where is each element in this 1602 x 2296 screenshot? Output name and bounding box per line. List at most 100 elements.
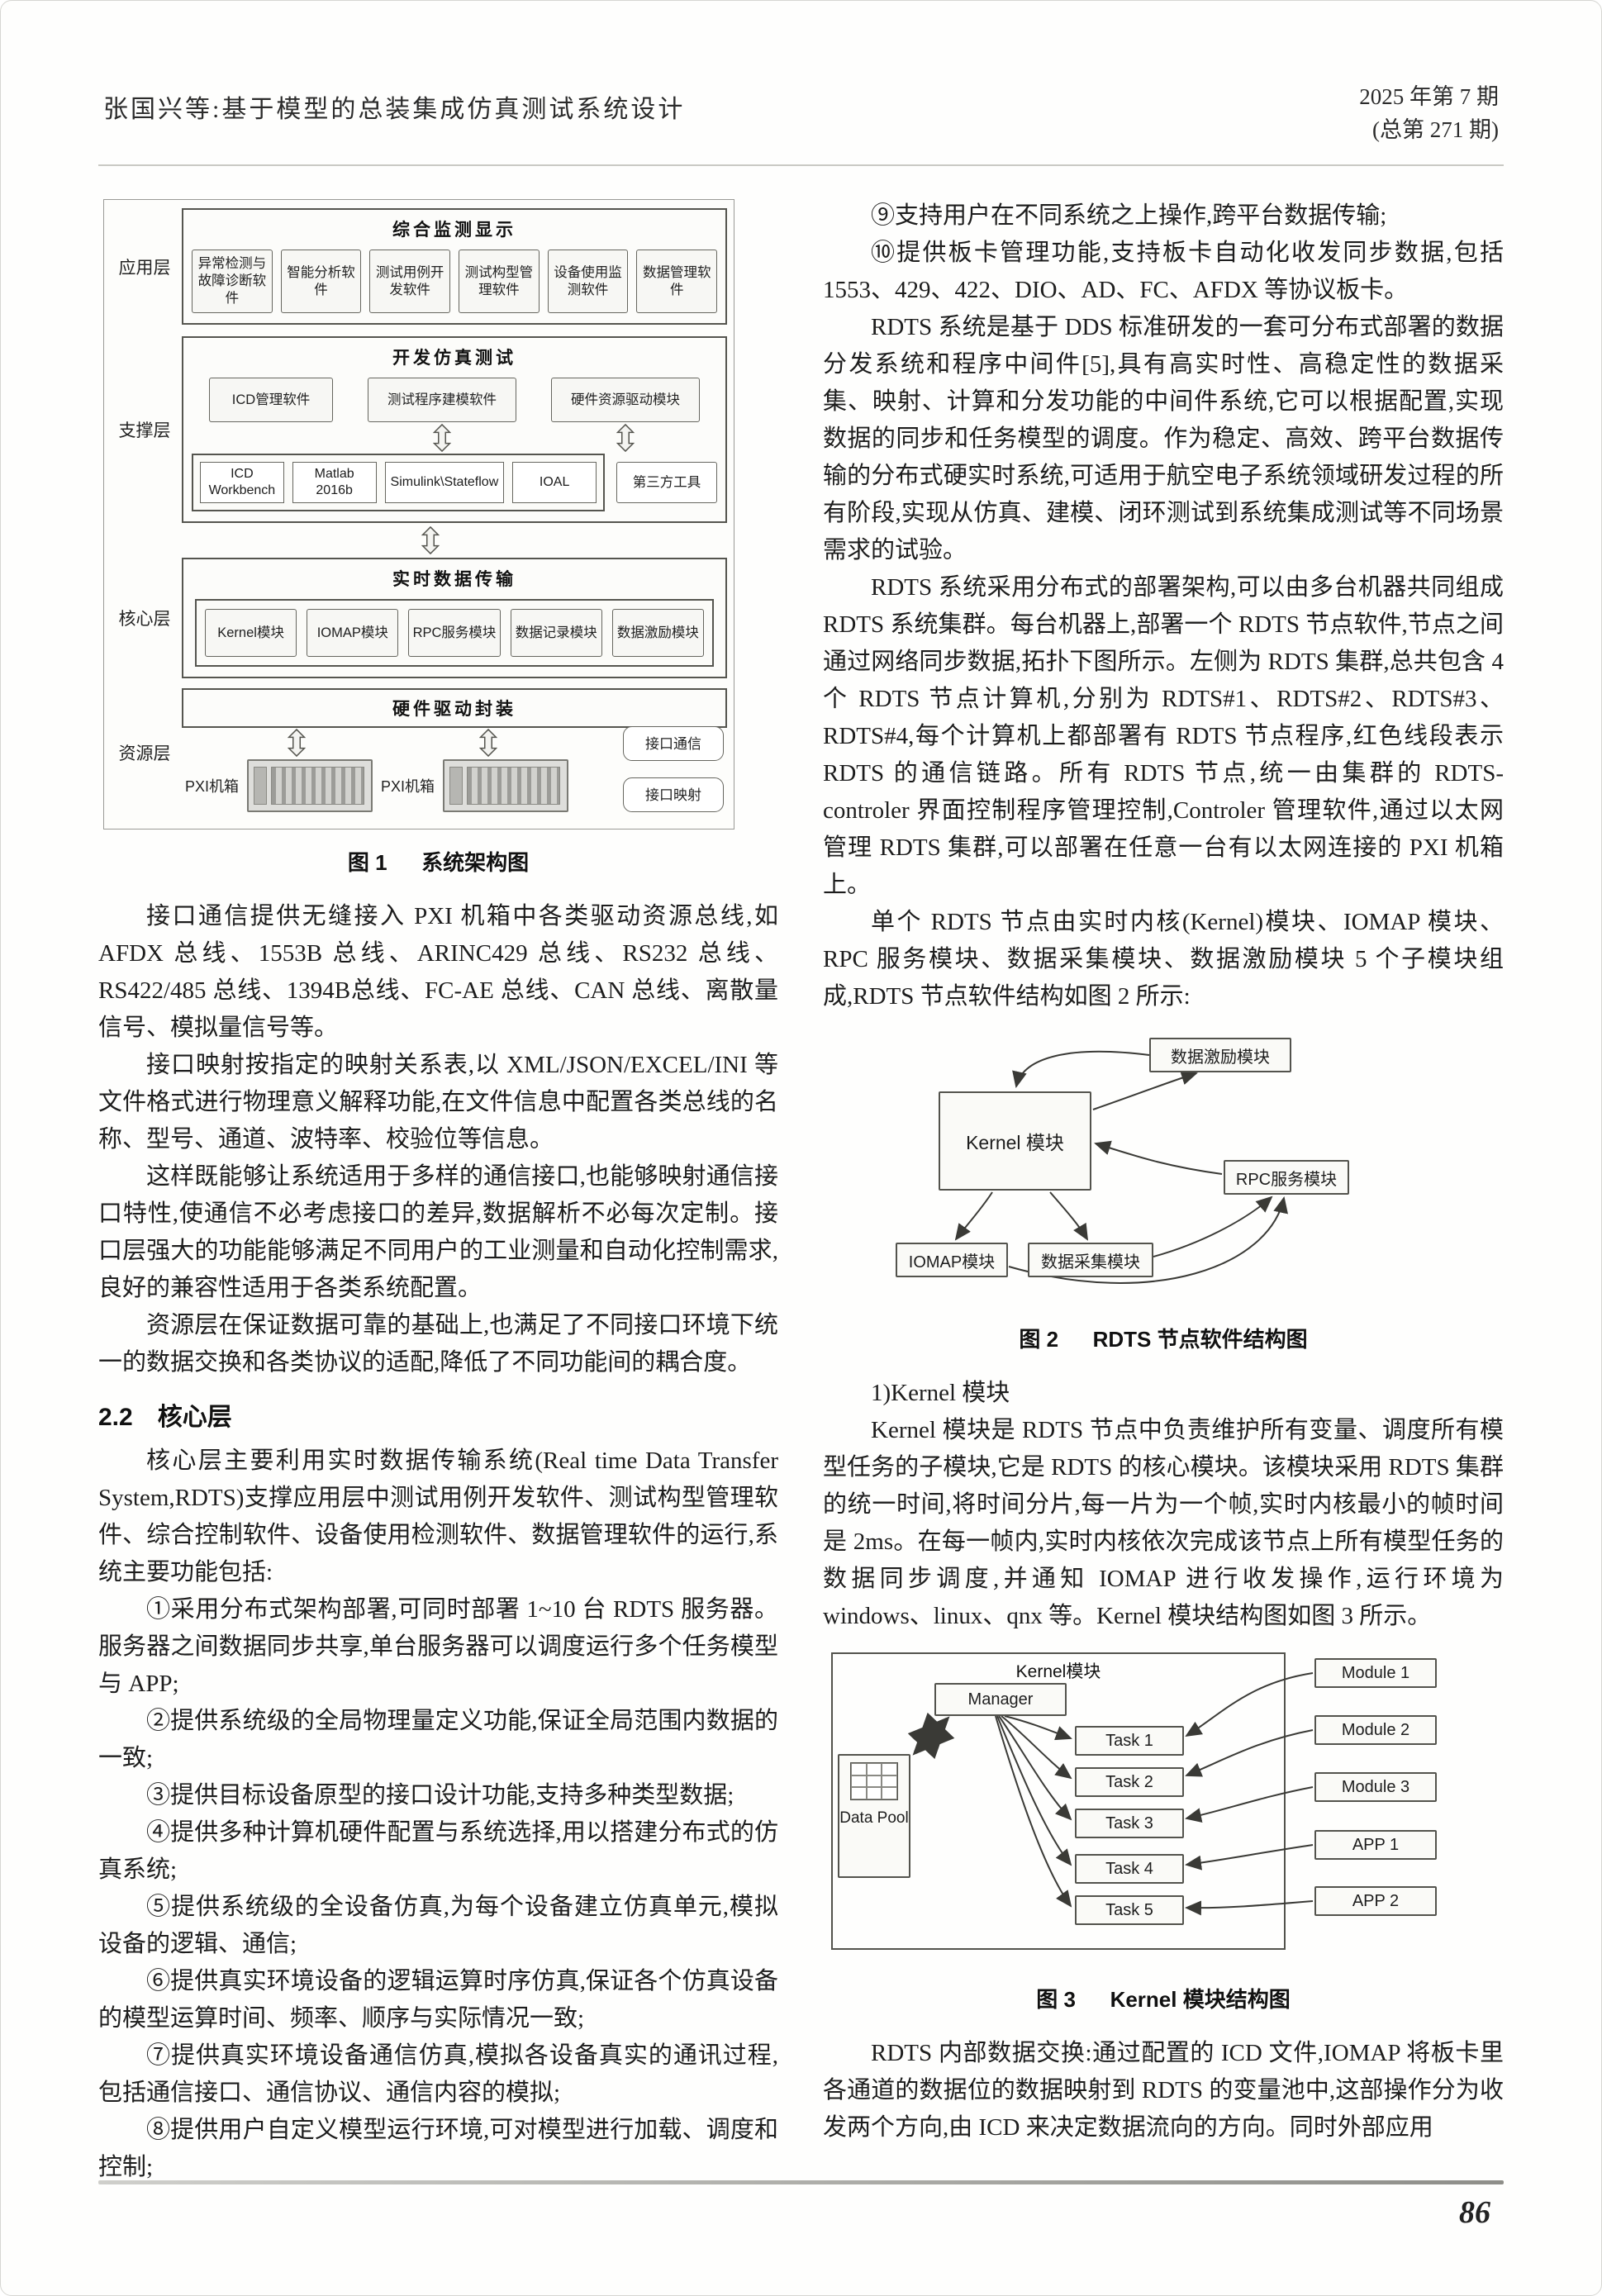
fig1-support-box: 开发仿真测试 ICD管理软件 测试程序建模软件 硬件资源驱动模块 bbox=[182, 336, 727, 523]
fig1-support-items: ICD管理软件 测试程序建模软件 硬件资源驱动模块 bbox=[192, 378, 717, 422]
fig2-collect-box: 数据采集模块 bbox=[1028, 1243, 1153, 1277]
page-header: 张国兴等:基于模型的总装集成仿真测试系统设计 2025 年第 7 期 (总第 2… bbox=[98, 80, 1504, 159]
issue-line-2: (总第 271 期) bbox=[1372, 117, 1499, 142]
figure-1-caption-text: 系统架构图 bbox=[421, 850, 530, 875]
paragraph: 单个 RDTS 节点由实时内核(Kernel)模块、IOMAP 模块、RPC 服… bbox=[823, 909, 1504, 1010]
paragraph: RDTS 系统采用分布式的部署架构,可以由多台机器共同组成 RDTS 系统集群。… bbox=[823, 574, 1504, 898]
paragraph: ③提供目标设备原型的接口设计功能,支持多种类型数据; bbox=[146, 1782, 734, 1809]
paragraph: 接口映射按指定的映射关系表,以 XML/JSON/EXCEL/INI 等文件格式… bbox=[98, 1052, 778, 1153]
fig3-task-box: Task 3 bbox=[1075, 1809, 1184, 1838]
kernel-subheading: 1)Kernel 模块 bbox=[871, 1380, 1010, 1406]
fig1-resource-layer-row: 资源层 硬件驱动封装 PXI机箱 bbox=[107, 688, 727, 817]
fig1-support-item: 测试程序建模软件 bbox=[368, 378, 516, 422]
paragraph: ⑥提供真实环境设备的逻辑运算时序仿真,保证各个仿真设备的模型运算时间、频率、顺序… bbox=[98, 1968, 778, 2032]
fig2-rpc-box: RPC服务模块 bbox=[1224, 1160, 1349, 1195]
fig3-app-box: APP 2 bbox=[1314, 1886, 1437, 1916]
double-arrow-icon bbox=[421, 526, 440, 554]
double-arrow-icon bbox=[433, 424, 451, 452]
double-arrow-icon bbox=[616, 424, 635, 452]
fig3-title: Kernel模块 bbox=[1015, 1662, 1101, 1681]
fig3-module-box: Module 3 bbox=[1314, 1772, 1437, 1802]
paragraph: RDTS 系统是基于 DDS 标准研发的一套可分布式部署的数据分发系统和程序中间… bbox=[823, 314, 1504, 563]
fig1-resource-body: PXI机箱 PXI机箱 bbox=[182, 758, 727, 817]
figure-2-caption: 图 2 RDTS 节点软件结构图 bbox=[823, 1323, 1504, 1353]
fig1-app-item: 测试用例开发软件 bbox=[369, 250, 451, 313]
fig1-support-title: 开发仿真测试 bbox=[392, 349, 516, 368]
paragraph: ①采用分布式架构部署,可同时部署 1~10 台 RDTS 服务器。服务器之间数据… bbox=[98, 1596, 778, 1697]
double-arrow-icon bbox=[288, 729, 306, 757]
paragraph: 接口通信提供无缝接入 PXI 机箱中各类驱动资源总线,如 AFDX 总线、155… bbox=[98, 903, 779, 1041]
fig1-resource-title: 硬件驱动封装 bbox=[182, 688, 727, 728]
fig1-tool-item: IOAL bbox=[512, 462, 597, 503]
two-column-body: 应用层 综合监测显示 异常检测与故障诊断软件 智能分析软件 测试用例开发软件 测… bbox=[98, 197, 1504, 2186]
fig1-tools-row: ICD Workbench Matlab 2016b Simulink\Stat… bbox=[192, 454, 717, 511]
fig1-layer-label: 应用层 bbox=[118, 258, 171, 278]
paragraph: ②提供系统级的全局物理量定义功能,保证全局范围内数据的一致; bbox=[98, 1708, 778, 1771]
fig1-third-party-box: 第三方工具 bbox=[616, 462, 717, 503]
page-number: 86 bbox=[1459, 2195, 1490, 2230]
fig3-task-box: Task 1 bbox=[1075, 1726, 1184, 1756]
chassis-controller-slot bbox=[449, 767, 463, 805]
chassis-card-slots bbox=[271, 767, 365, 805]
fig1-core-layer-row: 核心层 实时数据传输 Kernel模块 IOMAP模块 RPC服务模块 数据记录… bbox=[107, 558, 727, 678]
fig1-app-title: 综合监测显示 bbox=[392, 221, 516, 240]
issue-info: 2025 年第 7 期 (总第 271 期) bbox=[1359, 80, 1499, 146]
issue-line-1: 2025 年第 7 期 bbox=[1359, 84, 1499, 109]
fig1-tool-item: Simulink\Stateflow bbox=[384, 462, 505, 503]
fig1-app-item: 数据管理软件 bbox=[636, 250, 718, 313]
figure-1-caption-label: 图 1 bbox=[347, 850, 387, 875]
fig3-task-box: Task 2 bbox=[1075, 1767, 1184, 1797]
fig1-support-item: 硬件资源驱动模块 bbox=[551, 378, 700, 422]
paragraph: RDTS 内部数据交换:通过配置的 ICD 文件,IOMAP 将板卡里各通道的数… bbox=[823, 2040, 1504, 2141]
paragraph: ⑨支持用户在不同系统之上操作,跨平台数据传输; bbox=[871, 202, 1387, 229]
running-title: 张国兴等:基于模型的总装集成仿真测试系统设计 bbox=[103, 96, 686, 123]
pxi-chassis-image bbox=[247, 759, 373, 812]
fig1-core-title: 实时数据传输 bbox=[392, 570, 516, 589]
figure-2-caption-text: RDTS 节点软件结构图 bbox=[1092, 1327, 1308, 1352]
footer-divider bbox=[98, 2180, 1504, 2184]
fig1-support-layer-row: 支撑层 开发仿真测试 ICD管理软件 测试程序建模软件 硬件资源驱动模块 bbox=[107, 336, 727, 523]
double-arrow-icon bbox=[479, 729, 497, 757]
fig3-task-box: Task 4 bbox=[1075, 1854, 1184, 1884]
fig3-data-pool-box: Data Pool bbox=[838, 1754, 910, 1878]
figure-3-kernel-structure: Kernel模块 bbox=[823, 1648, 1504, 1966]
fig1-layer-label: 核心层 bbox=[118, 610, 171, 629]
paragraph: 这样既能够让系统适用于多样的通信接口,也能够映射通信接口特性,使通信不必考虑接口… bbox=[98, 1163, 778, 1301]
paragraph: 资源层在保证数据可靠的基础上,也满足了不同接口环境下统一的数据交换和各类协议的适… bbox=[98, 1312, 778, 1376]
fig1-interface-column: 接口通信 接口映射 bbox=[623, 726, 724, 812]
fig3-app-box: APP 1 bbox=[1314, 1830, 1437, 1860]
fig1-app-item: 设备使用监测软件 bbox=[547, 250, 629, 313]
paragraph: ⑦提供真实环境设备通信仿真,模拟各设备真实的通讯过程,包括通信接口、通信协议、通… bbox=[98, 2042, 778, 2106]
fig2-stimulus-box: 数据激励模块 bbox=[1149, 1038, 1291, 1072]
left-column: 应用层 综合监测显示 异常检测与故障诊断软件 智能分析软件 测试用例开发软件 测… bbox=[98, 197, 778, 2186]
figure-1-system-architecture: 应用层 综合监测显示 异常检测与故障诊断软件 智能分析软件 测试用例开发软件 测… bbox=[103, 199, 734, 830]
fig1-app-item: 测试构型管理软件 bbox=[459, 250, 540, 313]
fig1-layer-label: 支撑层 bbox=[118, 421, 171, 440]
fig3-module-box: Module 1 bbox=[1314, 1658, 1437, 1688]
fig1-support-item: ICD管理软件 bbox=[209, 378, 333, 422]
figure-2-rdts-node-structure: Kernel 模块 数据激励模块 RPC服务模块 IOMAP模块 数据采集模块 bbox=[823, 1034, 1504, 1306]
paragraph: ⑧提供用户自定义模型运行环境,可对模型进行加载、调度和控制; bbox=[98, 2117, 778, 2180]
fig1-interface-item: 接口通信 bbox=[623, 726, 724, 761]
fig1-core-item: Kernel模块 bbox=[205, 609, 297, 657]
fig1-core-item: IOMAP模块 bbox=[307, 609, 399, 657]
fig1-tool-item: ICD Workbench bbox=[200, 462, 284, 503]
paragraph: ④提供多种计算机硬件配置与系统选择,用以搭建分布式的仿真系统; bbox=[98, 1819, 778, 1883]
fig1-app-item: 异常检测与故障诊断软件 bbox=[192, 250, 273, 313]
fig2-kernel-box: Kernel 模块 bbox=[939, 1091, 1091, 1191]
data-pool-grid-icon bbox=[850, 1762, 898, 1800]
fig1-core-items: Kernel模块 IOMAP模块 RPC服务模块 数据记录模块 数据激励模块 bbox=[195, 599, 714, 667]
figure-3-caption-label: 图 3 bbox=[1036, 1987, 1076, 2012]
fig1-core-item: 数据记录模块 bbox=[510, 609, 602, 657]
figure-2-caption-label: 图 2 bbox=[1019, 1327, 1059, 1352]
fig1-support-arrows bbox=[192, 422, 717, 454]
right-column: ⑨支持用户在不同系统之上操作,跨平台数据传输; ⑩提供板卡管理功能,支持板卡自动… bbox=[823, 197, 1504, 2186]
fig1-app-box: 综合监测显示 异常检测与故障诊断软件 智能分析软件 测试用例开发软件 测试构型管… bbox=[182, 208, 727, 325]
page-footer: 86 bbox=[98, 2180, 1504, 2231]
header-divider bbox=[98, 164, 1504, 166]
chassis-controller-slot bbox=[254, 767, 268, 805]
chassis-card-slots bbox=[467, 767, 561, 805]
fig1-app-item: 智能分析软件 bbox=[280, 250, 362, 313]
